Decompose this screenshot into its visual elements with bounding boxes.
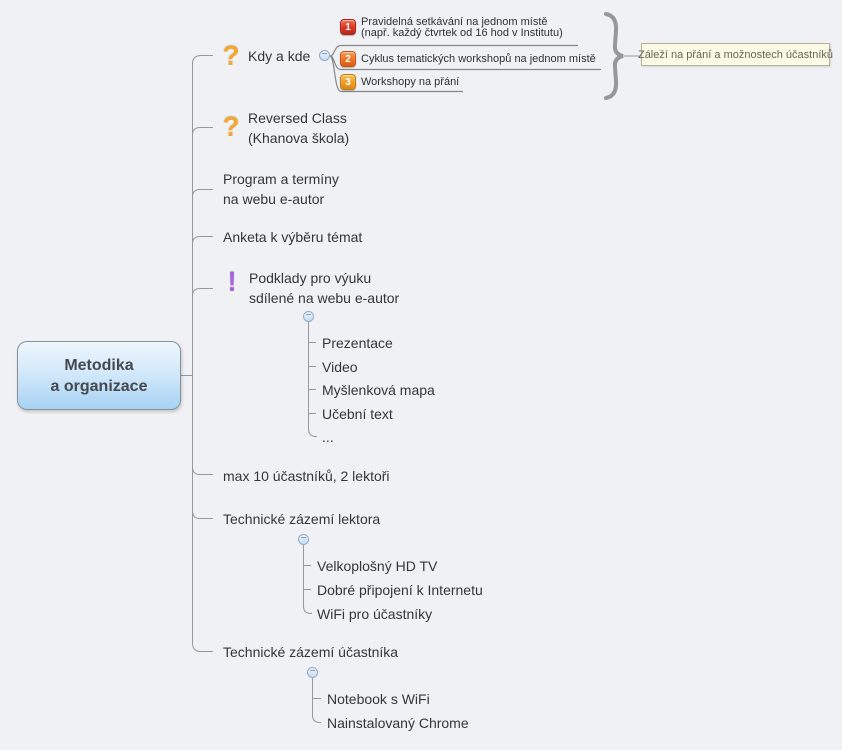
child-topic-ellipsis[interactable]: ... <box>322 427 334 447</box>
child-topic-ellipsis-label: ... <box>322 429 334 445</box>
child-topic-pripojeni-internet-label: Dobré připojení k Internetu <box>317 582 483 598</box>
topic-max-ucastniku-label: max 10 účastníků, 2 lektoři <box>223 468 390 484</box>
child-topic-myslenkova-mapa-label: Myšlenková mapa <box>322 382 435 398</box>
child-topic-ucebni-text-label: Učební text <box>322 406 393 422</box>
collapse-button-ucastnik[interactable]: − <box>307 667 318 678</box>
exclamation-mark-icon: ! <box>227 266 237 297</box>
child-topic-ucebni-text[interactable]: Učební text <box>322 404 393 424</box>
topic-program-a-terminy[interactable]: Program a termíny na webu e-autor <box>223 169 339 209</box>
topic-program-line1: Program a termíny <box>223 171 339 187</box>
root-topic-label-line1: Metodika <box>64 356 134 374</box>
badge-3-icon: 3 <box>340 74 356 90</box>
topic-kdy-a-kde-label: Kdy a kde <box>248 48 311 64</box>
subtopic-workshopy-label: Workshopy na přání <box>361 76 460 88</box>
root-topic-metodika[interactable]: Metodika a organizace <box>17 341 181 410</box>
child-topic-notebook-wifi-label: Notebook s WiFi <box>327 691 430 707</box>
collapse-button-podklady[interactable]: − <box>303 311 314 322</box>
child-topic-chrome-label: Nainstalovaný Chrome <box>327 715 469 731</box>
topic-podklady-line1: Podklady pro výuku <box>249 270 372 286</box>
topic-anketa-label: Anketa k výběru témat <box>223 229 363 245</box>
topic-reversed-class-line1: Reversed Class <box>248 110 347 126</box>
topic-kdy-a-kde[interactable]: Kdy a kde <box>248 46 310 66</box>
child-topic-video-label: Video <box>322 359 358 375</box>
topic-reversed-class[interactable]: Reversed Class (Khanova škola) <box>248 108 349 148</box>
topic-program-line2: na webu e-autor <box>223 191 325 207</box>
child-topic-prezentace-label: Prezentace <box>322 335 393 351</box>
question-mark-icon: ? <box>222 40 240 71</box>
child-topic-hd-tv-label: Velkoplošný HD TV <box>317 558 438 574</box>
child-topic-pripojeni-internet[interactable]: Dobré připojení k Internetu <box>317 580 483 600</box>
collapse-button-lektor[interactable]: − <box>298 534 309 545</box>
badge-2-icon: 2 <box>340 51 356 67</box>
child-topic-wifi-ucastnici[interactable]: WiFi pro účastníky <box>317 604 432 624</box>
podklady-child-lines <box>308 322 317 437</box>
topic-zazemi-ucastnika-label: Technické zázemí účastníka <box>223 644 399 660</box>
topic-anketa[interactable]: Anketa k výběru témat <box>223 227 362 247</box>
child-topic-chrome[interactable]: Nainstalovaný Chrome <box>327 713 469 733</box>
child-topic-wifi-ucastnici-label: WiFi pro účastníky <box>317 606 433 622</box>
topic-reversed-class-line2: (Khanova škola) <box>248 130 350 146</box>
note-callout-text: Záleží na přání a možnostech účastníků <box>637 48 834 61</box>
badge-1-icon: 1 <box>340 19 356 35</box>
subtopic-cyklus-label: Cyklus tematických workshopů na jednom m… <box>361 53 596 65</box>
note-callout[interactable]: Záleží na přání a možnostech účastníků <box>637 43 834 66</box>
child-topic-notebook-wifi[interactable]: Notebook s WiFi <box>327 689 430 709</box>
kdy-a-kde-child-lines <box>329 44 601 93</box>
child-topic-hd-tv[interactable]: Velkoplošný HD TV <box>317 556 437 576</box>
topic-zazemi-lektora[interactable]: Technické zázemí lektora <box>223 509 380 529</box>
subtopic-workshopy-na-prani[interactable]: Workshopy na přání <box>361 77 459 88</box>
main-branch-lines <box>181 55 213 652</box>
topic-zazemi-lektora-label: Technické zázemí lektora <box>223 511 381 527</box>
subtopic-pravidelna-line2: (např. každý čtvrtek od 16 hod v Institu… <box>361 27 563 39</box>
subtopic-pravidelna-line1: Pravidelná setkávání na jednom místě <box>361 16 548 28</box>
topic-podklady[interactable]: Podklady pro výuku sdílené na webu e-aut… <box>249 268 399 308</box>
topic-max-ucastniku[interactable]: max 10 účastníků, 2 lektoři <box>223 466 390 486</box>
ucastnik-child-lines <box>312 678 321 723</box>
collapse-button-kdy-a-kde[interactable]: − <box>319 50 330 61</box>
lektor-child-lines <box>303 545 312 614</box>
topic-podklady-line2: sdílené na webu e-autor <box>249 290 400 306</box>
subtopic-pravidelna-setkavani[interactable]: Pravidelná setkávání na jednom místě (na… <box>361 17 563 39</box>
child-topic-video[interactable]: Video <box>322 357 358 377</box>
question-mark-icon: ? <box>222 111 240 142</box>
curly-brace <box>604 12 641 100</box>
child-topic-prezentace[interactable]: Prezentace <box>322 333 393 353</box>
subtopic-cyklus-workshopu[interactable]: Cyklus tematických workshopů na jednom m… <box>361 54 596 65</box>
root-topic-label-line2: a organizace <box>50 377 148 395</box>
child-topic-myslenkova-mapa[interactable]: Myšlenková mapa <box>322 380 435 400</box>
topic-zazemi-ucastnika[interactable]: Technické zázemí účastníka <box>223 642 398 662</box>
